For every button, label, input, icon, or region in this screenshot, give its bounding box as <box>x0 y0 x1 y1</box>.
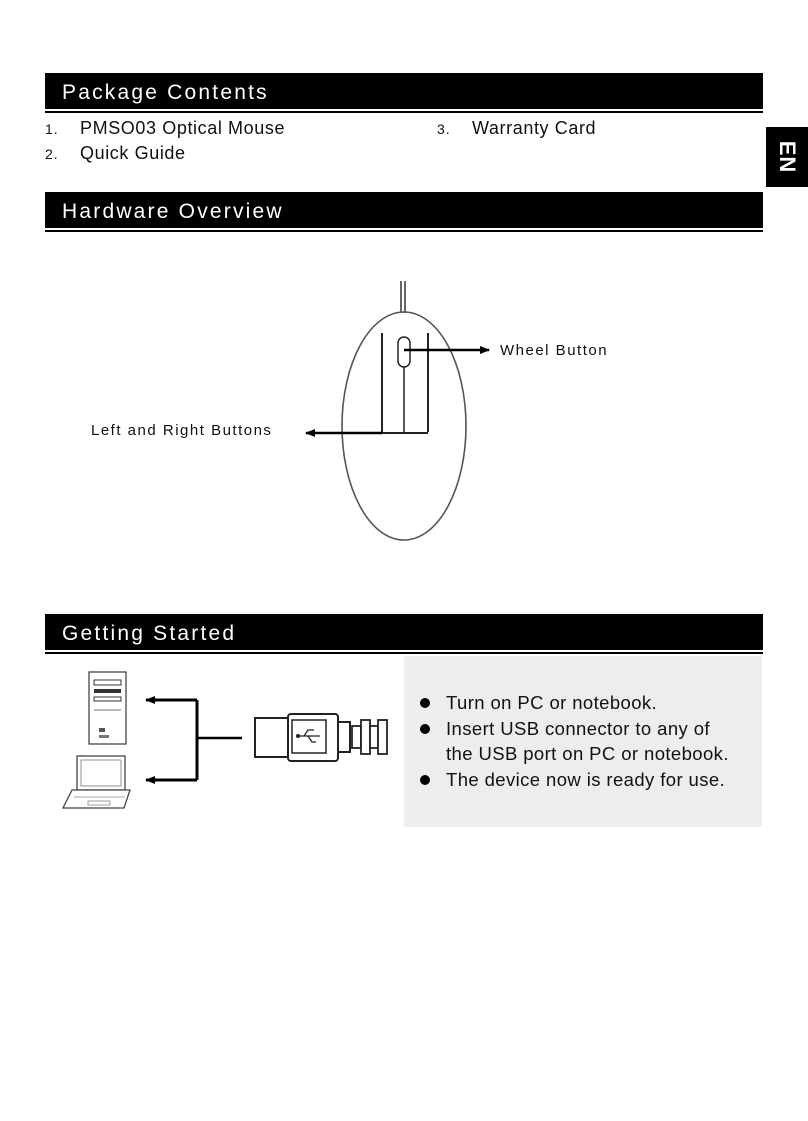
hardware-overview-header: Hardware Overview <box>45 192 763 230</box>
mouse-illustration <box>305 281 490 541</box>
instruction-text: Turn on PC or notebook. <box>446 692 658 713</box>
usb-connector-icon <box>254 713 388 762</box>
bullet-icon <box>420 723 430 734</box>
instruction-text-continued: the USB port on PC or notebook. <box>446 743 729 764</box>
instruction-text: Insert USB connector to any of <box>446 717 710 739</box>
bullet-icon <box>420 698 430 708</box>
package-item-label: Warranty Card <box>472 118 597 138</box>
package-item-label: PMSO03 Optical Mouse <box>80 118 286 138</box>
mouse-wheel <box>397 336 411 368</box>
desktop-pc-icon <box>88 671 127 745</box>
package-item-number: 3. <box>437 121 451 137</box>
package-item-number: 2. <box>45 146 59 162</box>
package-contents-header: Package Contents <box>45 73 763 111</box>
instruction-item: Insert USB connector to any of the USB p… <box>418 716 776 767</box>
connection-arrows <box>145 696 242 784</box>
package-item-number: 1. <box>45 121 59 137</box>
bullet-icon <box>420 774 430 785</box>
instructions-list: Turn on PC or notebook. Insert USB conne… <box>418 690 776 792</box>
getting-started-header: Getting Started <box>45 614 763 652</box>
mouse-body <box>341 311 467 541</box>
wheel-button-label: Wheel Button <box>500 342 609 359</box>
instruction-item: The device now is ready for use. <box>418 767 776 793</box>
instruction-text: The device now is ready for use. <box>446 768 726 790</box>
language-tab: EN <box>766 127 808 187</box>
notebook-icon <box>61 755 131 809</box>
left-right-buttons-label: Left and Right Buttons <box>91 422 273 439</box>
instructions-panel: Turn on PC or notebook. Insert USB conne… <box>404 656 762 827</box>
instruction-item: Turn on PC or notebook. <box>418 690 776 716</box>
package-item-label: Quick Guide <box>80 143 186 163</box>
